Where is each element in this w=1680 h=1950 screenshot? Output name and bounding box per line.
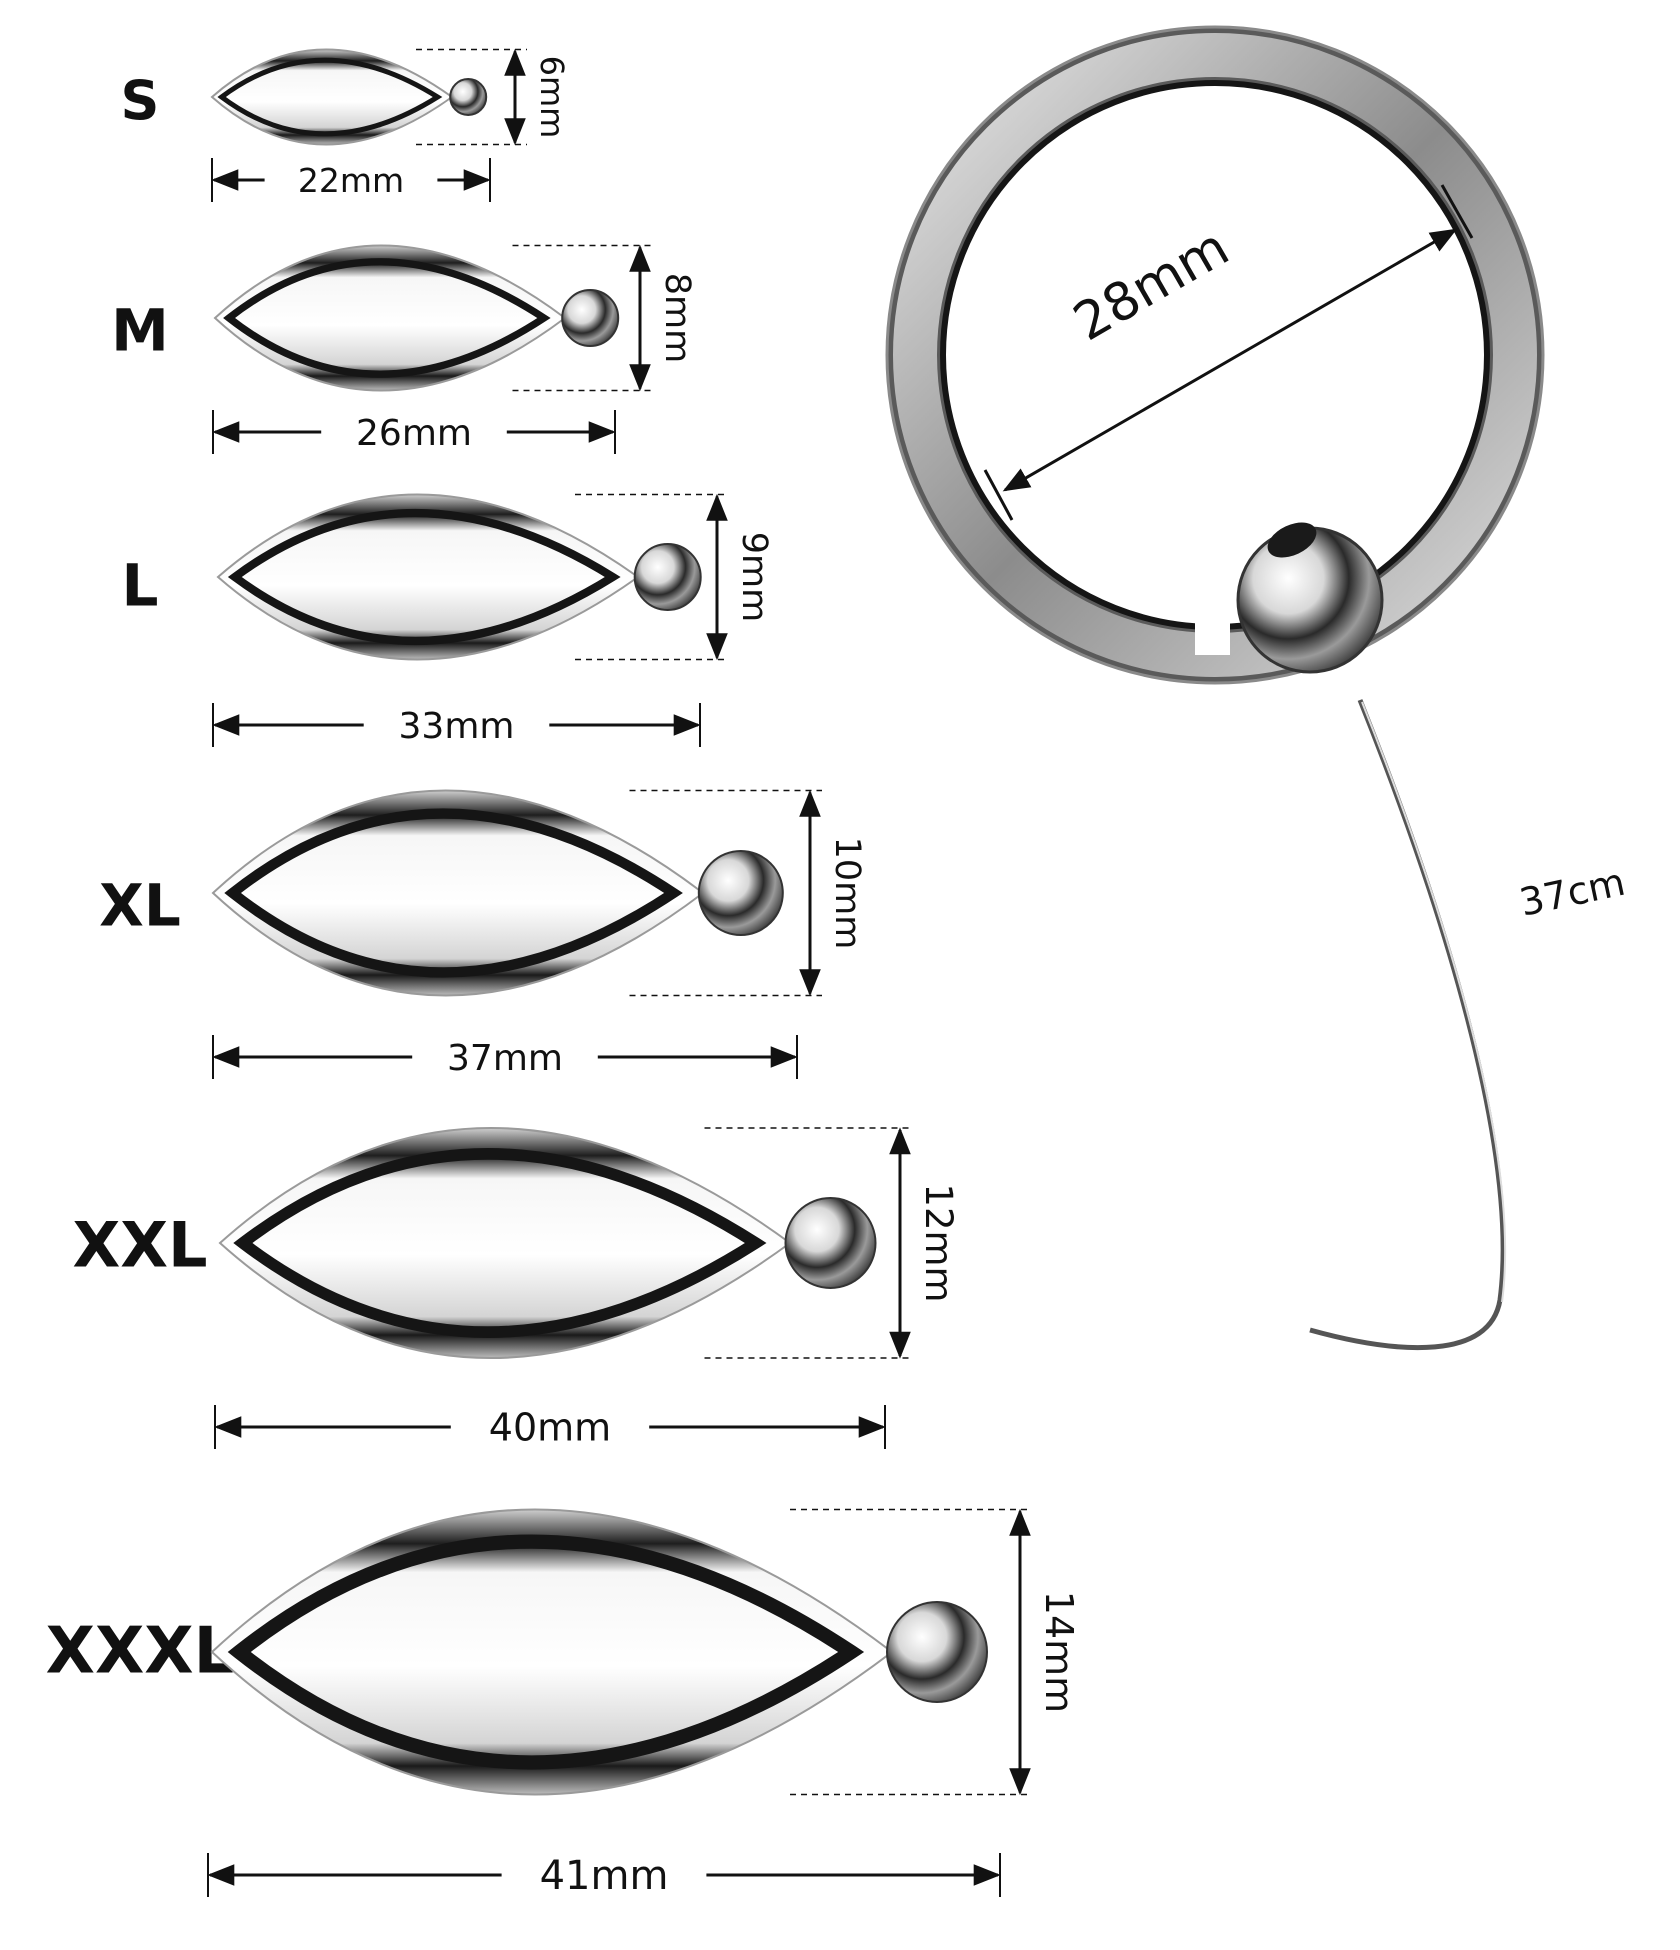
ring-gap xyxy=(1195,620,1230,655)
plug-ball xyxy=(449,78,488,116)
length-label: 41mm xyxy=(540,1853,669,1899)
ring-outer-edge xyxy=(885,25,1545,685)
ring-ball-hole xyxy=(1267,522,1317,558)
length-label: 33mm xyxy=(399,706,515,747)
length-label: 26mm xyxy=(356,413,472,454)
size-label: XXXL xyxy=(46,1614,235,1688)
plug-body xyxy=(210,48,454,146)
plug-body xyxy=(218,1127,792,1359)
length-label: 22mm xyxy=(298,161,404,200)
plug-body-edge xyxy=(227,1534,865,1770)
ring-ball xyxy=(1236,526,1384,674)
ring-inner-edge xyxy=(940,80,1490,630)
length-label: 37mm xyxy=(447,1038,563,1079)
plug-body xyxy=(213,244,567,392)
plug-body xyxy=(210,1508,894,1796)
plug-ball xyxy=(561,289,620,347)
length-label: 40mm xyxy=(489,1406,611,1450)
wire xyxy=(1309,699,1506,1351)
size-label: L xyxy=(122,551,159,619)
plug-body-edge xyxy=(217,57,443,137)
wire-highlight xyxy=(1361,701,1507,1303)
plug-ball xyxy=(633,543,702,611)
plug-ball xyxy=(784,1197,877,1289)
diameter-label: 6mm xyxy=(533,56,571,139)
plug-ball xyxy=(886,1601,988,1703)
ring-illustration: 28mm 37cm xyxy=(885,25,1629,1351)
ring-diameter-tick-right xyxy=(1440,184,1474,239)
plug-ball xyxy=(697,850,784,936)
ring-diameter-tick-left xyxy=(983,469,1014,521)
diameter-label: 9mm xyxy=(734,532,774,622)
size-row-xxxl: XXXL 14mm 41mm xyxy=(46,1508,1081,1899)
diameter-label: 14mm xyxy=(1037,1591,1081,1713)
plug-body xyxy=(211,789,705,997)
diameter-label: 8mm xyxy=(657,273,697,363)
plug-body-edge xyxy=(227,509,621,645)
ring-diameter-arrow xyxy=(1002,228,1458,492)
plug-body xyxy=(216,493,640,661)
wire-length-label: 37cm xyxy=(1516,860,1629,925)
ring-highlight xyxy=(893,33,1537,677)
size-label: XXL xyxy=(72,1209,207,1282)
diameter-label: 12mm xyxy=(917,1183,960,1302)
size-row-s: S 6mm 22mm xyxy=(121,48,571,202)
ring-diameter-label: 28mm xyxy=(1064,217,1239,353)
size-label: S xyxy=(121,69,160,132)
size-label: M xyxy=(111,296,169,364)
plug-body-edge xyxy=(224,808,683,978)
size-row-xxl: XXL 12mm 40mm xyxy=(72,1127,960,1450)
plug-body-edge xyxy=(233,1148,767,1338)
plug-body-edge xyxy=(223,258,551,378)
size-label: XL xyxy=(99,871,181,939)
size-row-xl: XL 10mm 37mm xyxy=(99,789,867,1079)
diameter-label: 10mm xyxy=(827,837,867,950)
size-row-m: M 8mm 26mm xyxy=(111,244,697,454)
size-row-l: L 9mm 33mm xyxy=(122,493,774,747)
